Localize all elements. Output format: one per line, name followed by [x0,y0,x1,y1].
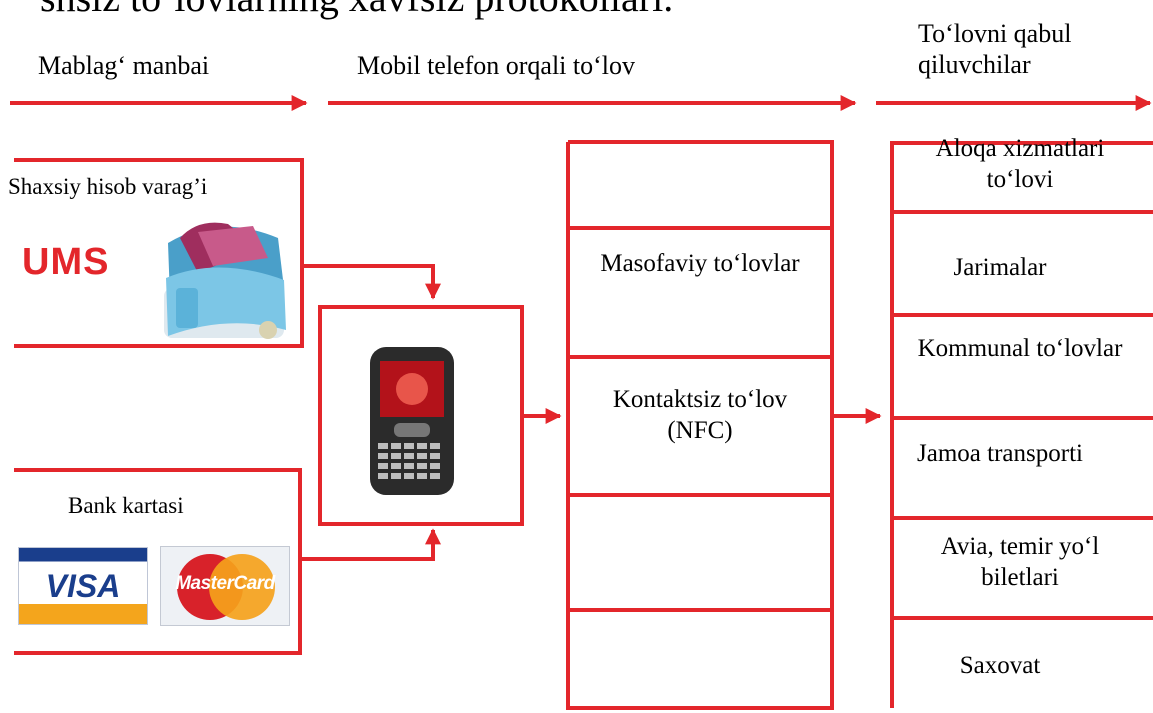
receiver-public-transport: Jamoa transporti [917,440,1083,467]
mastercard-yellow-circle [209,554,275,620]
arrow-account-to-phone [302,264,441,300]
mastercard-logo: MasterCard [160,546,290,626]
ums-logo: UMS [22,241,110,283]
mobile-phone-icon [368,345,456,497]
receiver-air-rail-tickets: Avia, temir yo‘l biletlari [940,533,1100,592]
receiver-charity: Saxovat [959,652,1041,679]
visa-logo: VISA [18,547,148,625]
receivers-column [890,141,1153,708]
wallet-icon [158,218,294,343]
methods-column [566,140,834,710]
header-source: Mablag‘ manbai [38,51,210,80]
diagram-title: shsiz to‘lovlarning xavfsiz protokollari… [40,0,673,18]
receiver-utilities: Kommunal to‘lovlar [917,335,1123,362]
receiver-fines: Jarimalar [953,254,1047,281]
method-contactless-nfc: Kontaktsiz to‘lov (NFC) [612,386,788,445]
source-bank-label: Bank kartasi [68,493,184,518]
receiver-telecom: Aloqa xizmatlari to‘lovi [935,135,1105,194]
arrow-bank-to-phone [300,528,441,561]
header-receivers: To‘lovni qabul qiluvchilar [918,19,1072,80]
source-account-label: Shaxsiy hisob varag’i [8,174,208,199]
header-mobile-payment: Mobil telefon orqali to‘lov [357,51,636,80]
method-remote-payments: Masofaviy to‘lovlar [600,250,800,277]
source-bank-box [14,468,302,655]
source-account-box [14,158,304,348]
mastercard-wordmark: MasterCard [175,573,275,594]
